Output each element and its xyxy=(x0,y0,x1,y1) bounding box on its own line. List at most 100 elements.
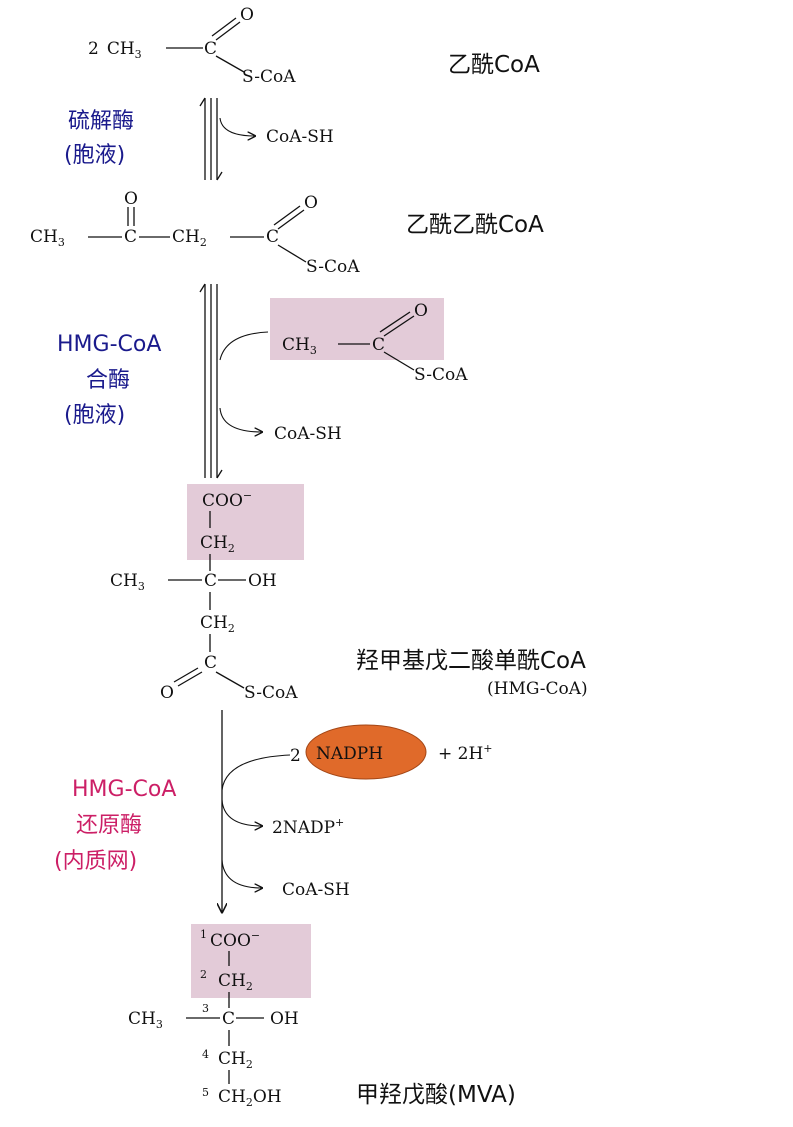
carbonyl-oxygen: O xyxy=(240,5,254,25)
svg-text:CH3: CH3 xyxy=(128,1009,163,1031)
svg-text:CH2OH: CH2OH xyxy=(218,1087,282,1109)
hmg-coa-structure: COO− CH2 CH3 C OH CH2 C O S-CoA xyxy=(110,489,298,703)
svg-text:CH2: CH2 xyxy=(218,971,253,993)
methylene-subscript: 2 xyxy=(228,622,235,635)
acetoacetyl-coa-structure: CH3 C O CH2 C O S-CoA xyxy=(30,189,360,277)
nadp-label: 2NADP xyxy=(272,818,335,838)
acetoacetyl-coa-name: 乙酰乙酰CoA xyxy=(406,212,544,238)
nadp-charge: + xyxy=(335,816,344,829)
methylene-label: CH xyxy=(200,613,228,633)
carbonyl-carbon: C xyxy=(372,335,385,355)
mva-name: 甲羟戊酸(MVA) xyxy=(356,1082,516,1108)
svg-text:CH2: CH2 xyxy=(172,227,207,249)
carbonyl-oxygen: O xyxy=(414,301,428,321)
methyl-subscript: 3 xyxy=(135,48,142,61)
ketone-oxygen: O xyxy=(124,189,138,209)
methyl-subscript: 3 xyxy=(58,236,65,249)
methyl-subscript: 3 xyxy=(310,344,317,357)
thioester-coa: S-CoA xyxy=(414,365,468,385)
added-acetyl-coa-structure: CH3 C O S-CoA xyxy=(282,301,468,385)
carbon-number-2: 2 xyxy=(200,968,207,981)
hydroxyl-label: OH xyxy=(248,571,277,591)
thioester-coa: S-CoA xyxy=(306,257,360,277)
step2-enzyme-type: 合酶 xyxy=(86,368,130,393)
svg-text:2NADP+: 2NADP+ xyxy=(272,816,344,838)
hydroxymethyl-oh: OH xyxy=(253,1087,282,1107)
carboxylate-label: COO xyxy=(202,491,243,511)
svg-text:CH2: CH2 xyxy=(218,1049,253,1071)
proton-label: + 2H xyxy=(438,744,483,764)
methylene-label: CH xyxy=(200,533,228,553)
svg-text:CH2: CH2 xyxy=(200,533,235,555)
added-acetyl-highlight xyxy=(270,298,444,360)
mva-carboxyl-highlight xyxy=(191,924,311,998)
methylene-subscript: 2 xyxy=(200,236,207,249)
methyl-label: CH xyxy=(282,335,310,355)
proton-charge: + xyxy=(483,742,492,755)
central-carbon: C xyxy=(204,571,217,591)
methylene-subscript: 2 xyxy=(228,542,235,555)
carboxylate-label: COO xyxy=(210,931,251,951)
charge: − xyxy=(251,929,260,942)
svg-text:CH3: CH3 xyxy=(282,335,317,357)
coefficient: 2 xyxy=(88,39,99,59)
methyl-label: CH xyxy=(107,39,135,59)
methyl-subscript: 3 xyxy=(156,1018,163,1031)
thioester-carbon: C xyxy=(266,227,279,247)
carbonyl-carbon: C xyxy=(204,39,217,59)
methyl-label: CH xyxy=(30,227,58,247)
methylene-label: CH xyxy=(218,971,246,991)
carbon-number-4: 4 xyxy=(202,1048,209,1061)
step2-arrows xyxy=(199,283,269,479)
step2-byproduct: CoA-SH xyxy=(274,424,342,444)
mva-structure: 1 COO− 2 CH2 CH3 3 C OH 4 CH2 5 CH2OH xyxy=(128,928,299,1109)
svg-text:CH3: CH3 xyxy=(110,571,145,593)
svg-text:CH2: CH2 xyxy=(200,613,235,635)
charge: − xyxy=(243,489,252,502)
carbon-number-5: 5 xyxy=(202,1086,209,1099)
step1-enzyme-location: (胞液) xyxy=(64,143,125,168)
step3-enzyme-location: (内质网) xyxy=(54,849,137,874)
step2-enzyme-location: (胞液) xyxy=(64,403,125,428)
hmg-carboxyl-highlight xyxy=(187,484,304,560)
methyl-label: CH xyxy=(128,1009,156,1029)
methyl-label: CH xyxy=(110,571,138,591)
thioester-carbon: C xyxy=(204,653,217,673)
carbon-number-3: 3 xyxy=(202,1002,209,1015)
methylene-label: CH xyxy=(218,1049,246,1069)
carbon-number-1: 1 xyxy=(200,928,207,941)
step3-enzyme-name: HMG-CoA xyxy=(72,777,176,802)
hydroxyl-label: OH xyxy=(270,1009,299,1029)
step2-enzyme-name: HMG-CoA xyxy=(57,332,161,357)
thioester-oxygen: O xyxy=(160,683,174,703)
step3-enzyme-type: 还原酶 xyxy=(76,813,142,838)
svg-text:COO−: COO− xyxy=(202,489,252,511)
hmg-coa-abbreviation: (HMG-CoA) xyxy=(487,679,588,699)
methylene-subscript: 2 xyxy=(246,980,253,993)
thioester-coa: S-CoA xyxy=(244,683,298,703)
central-carbon: C xyxy=(222,1009,235,1029)
methylene-label: CH xyxy=(172,227,200,247)
hydroxymethyl-label: CH xyxy=(218,1087,246,1107)
svg-text:COO−: COO− xyxy=(210,929,260,951)
acetyl-coa-structure: 2 CH3 C O S-CoA xyxy=(88,5,296,87)
hydroxymethyl-subscript: 2 xyxy=(246,1096,253,1109)
step1-enzyme-name: 硫解酶 xyxy=(68,109,134,134)
nadph-label: NADPH xyxy=(316,744,383,764)
svg-text:CH3: CH3 xyxy=(30,227,65,249)
step3-arrows xyxy=(222,710,291,912)
nadph-coefficient: 2 xyxy=(290,746,301,766)
acetyl-coa-name: 乙酰CoA xyxy=(448,52,540,78)
ketone-carbon: C xyxy=(124,227,137,247)
methyl-subscript: 3 xyxy=(138,580,145,593)
thioester-coa: S-CoA xyxy=(242,67,296,87)
svg-text:+ 2H+: + 2H+ xyxy=(438,742,493,764)
step1-byproduct: CoA-SH xyxy=(266,127,334,147)
thioester-oxygen: O xyxy=(304,193,318,213)
nadph-highlight xyxy=(305,724,427,780)
hmg-coa-name: 羟甲基戊二酸单酰CoA xyxy=(356,648,586,674)
step1-arrows xyxy=(199,97,255,181)
